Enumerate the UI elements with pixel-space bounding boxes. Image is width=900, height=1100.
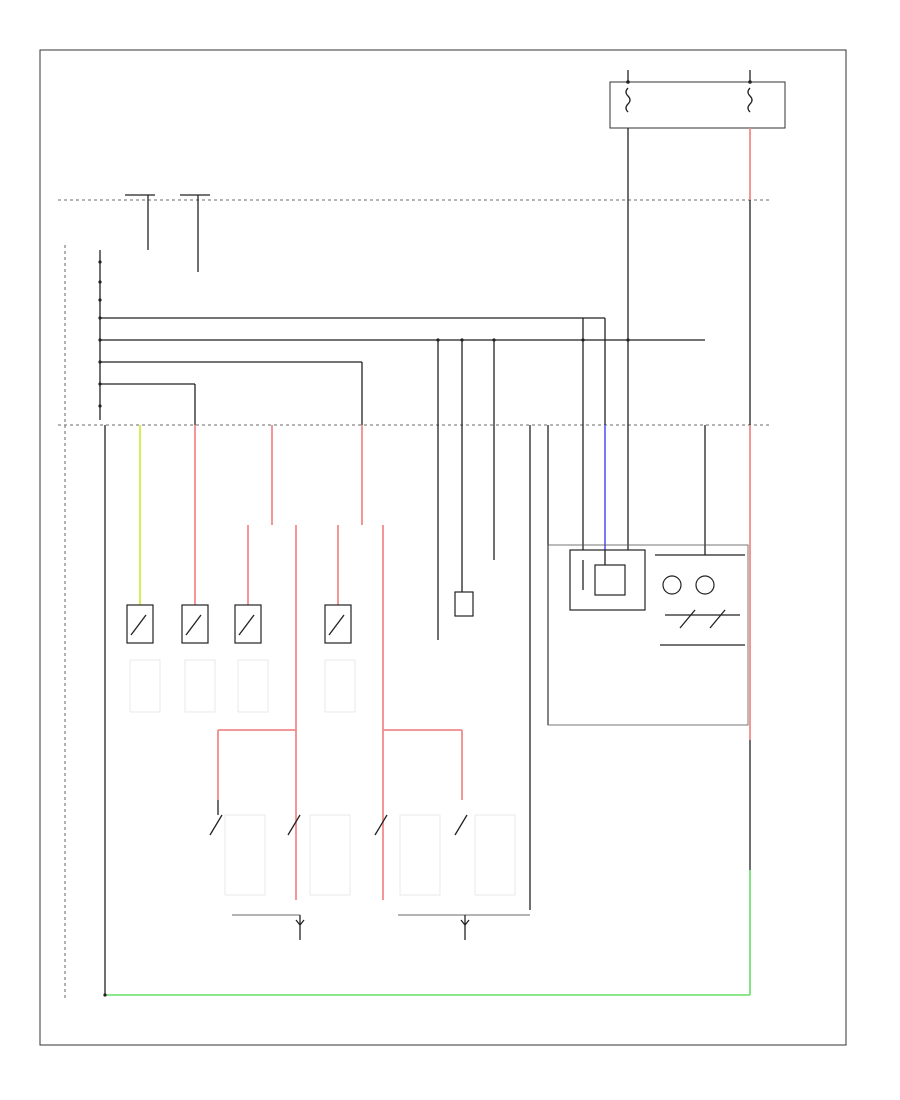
door-switch-1 — [126, 604, 154, 644]
door-switch-3 — [234, 604, 262, 644]
relay-box — [569, 549, 646, 611]
ground-2 — [398, 914, 530, 940]
sensor-middle — [454, 591, 474, 617]
top-fuse-box — [609, 70, 786, 129]
door-switch-4 — [324, 604, 352, 644]
component-labels — [129, 659, 516, 896]
lower-switch-4 — [454, 814, 468, 836]
door-switch-2 — [181, 604, 209, 644]
combination-meter — [655, 554, 745, 646]
ignition-switch — [64, 245, 102, 1000]
ground-1 — [232, 914, 305, 940]
meter-enclosure — [547, 544, 749, 726]
top-left-fuses — [125, 194, 210, 272]
lower-switch-2 — [287, 814, 301, 836]
diagram-border — [39, 49, 847, 1046]
lower-switch-1 — [209, 800, 223, 836]
lower-switch-3 — [374, 814, 388, 836]
